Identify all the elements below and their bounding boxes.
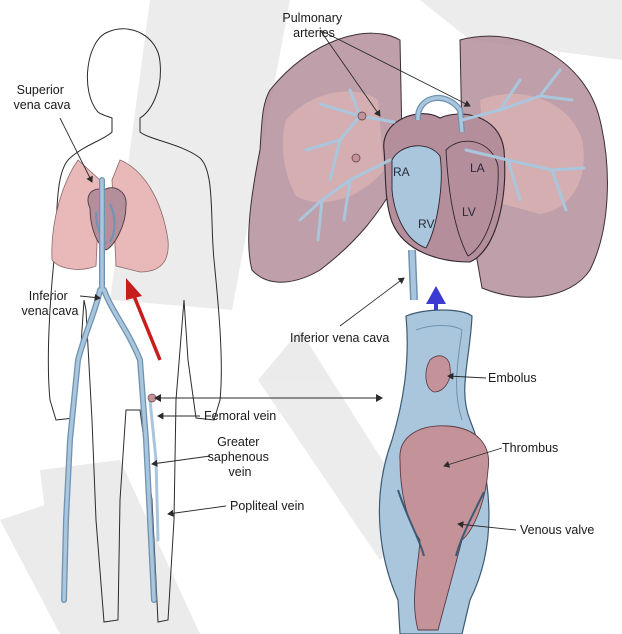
label-thrombus: Thrombus xyxy=(502,441,558,455)
label-rv: RV xyxy=(418,217,434,231)
label-femoral-vein: Femoral vein xyxy=(204,409,276,423)
label-lv: LV xyxy=(462,205,476,219)
label-venous-valve: Venous valve xyxy=(520,523,594,537)
label-inferior-vena-cava-right: Inferior vena cava xyxy=(290,331,389,345)
label-embolus: Embolus xyxy=(488,371,537,385)
lungs-heart xyxy=(249,33,608,300)
label-pulmonary-arteries: Pulmonary arteries xyxy=(282,11,345,40)
vein-cutaway xyxy=(379,310,489,634)
label-popliteal-vein: Popliteal vein xyxy=(230,499,304,513)
label-superior-vena-cava: Superior vena cava xyxy=(14,83,71,112)
label-inferior-vena-cava-left: Inferior vena cava xyxy=(22,289,79,318)
label-la: LA xyxy=(470,161,485,175)
label-greater-saphenous-vein: Greater saphenous vein xyxy=(208,435,273,479)
label-ra: RA xyxy=(393,165,410,179)
